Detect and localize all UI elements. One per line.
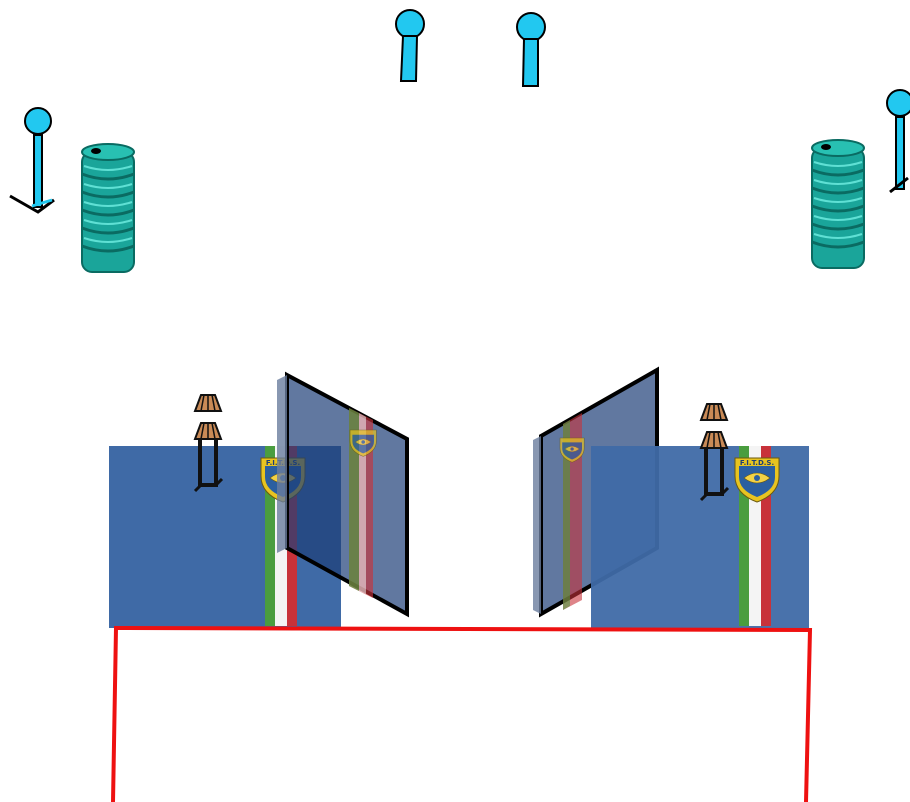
barrier-right: F.I.T.D.S. — [591, 446, 809, 628]
popper-top-right — [516, 12, 546, 87]
barrel-stack-left — [80, 142, 136, 274]
barrel-stack-right — [810, 138, 866, 270]
popper-right — [886, 89, 910, 194]
popper-top-left — [395, 9, 425, 82]
shooting-box — [111, 625, 813, 802]
turning-panel-left — [277, 371, 409, 618]
popper-left — [9, 107, 55, 214]
seal-right: F.I.T.D.S. — [734, 457, 780, 503]
svg-text:F.I.T.D.S.: F.I.T.D.S. — [740, 459, 774, 467]
